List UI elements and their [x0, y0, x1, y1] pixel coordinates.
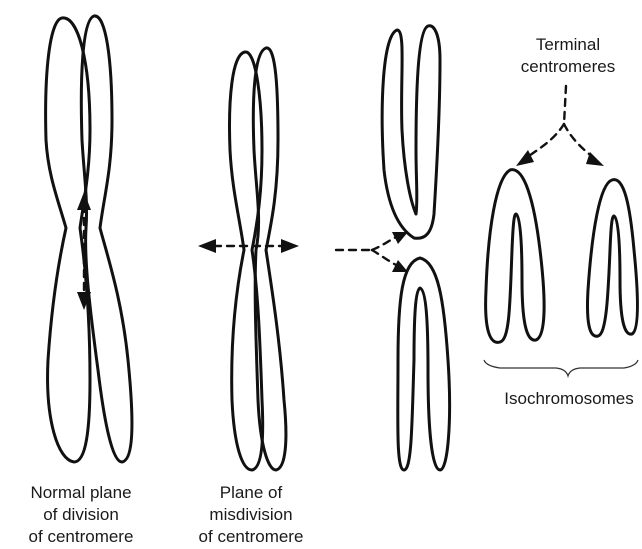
- arrowhead-lower: [392, 260, 408, 272]
- caption-terminal-centromeres: Terminal centromeres: [508, 34, 628, 78]
- misdividing-chromosome: [198, 48, 299, 470]
- normal-chromosome: [46, 16, 132, 462]
- lower-half-outline: [398, 258, 450, 470]
- caption-normal-plane-line-3: of centromere: [2, 526, 160, 548]
- isochromosome-left-outline: [486, 170, 544, 343]
- isochromosomes-brace: [484, 360, 638, 376]
- terminal-centromere-arrows: [516, 86, 604, 166]
- separating-chromosome-halves: [336, 26, 450, 470]
- caption-terminal-line-2: centromeres: [508, 56, 628, 78]
- arrowhead-left: [198, 239, 216, 253]
- caption-misdivision: Plane of misdivision of centromere: [178, 482, 324, 548]
- caption-isochromosomes: Isochromosomes: [496, 388, 642, 410]
- caption-normal-plane: Normal plane of division of centromere: [2, 482, 160, 548]
- terminal-arrow-stem: [564, 86, 566, 124]
- arrowhead-right: [281, 239, 299, 253]
- isochromosome-left: [486, 170, 544, 343]
- caption-misdivision-line-1: Plane of: [178, 482, 324, 504]
- caption-isochromosomes-text: Isochromosomes: [496, 388, 642, 410]
- arrowhead-terminal-left: [516, 150, 534, 166]
- terminal-arrow-left: [526, 124, 564, 158]
- isochromosome-right-outline: [587, 180, 637, 337]
- arrowhead-up: [77, 192, 91, 210]
- caption-normal-plane-line-1: Normal plane: [2, 482, 160, 504]
- split-arrow-upper: [372, 236, 398, 250]
- caption-terminal-line-1: Terminal: [508, 34, 628, 56]
- normal-chromatid-left: [46, 18, 90, 462]
- caption-misdivision-line-3: of centromere: [178, 526, 324, 548]
- terminal-arrow-right: [564, 124, 594, 158]
- split-arrow-lower: [372, 250, 398, 266]
- upper-half-outline: [382, 26, 440, 239]
- caption-misdivision-line-2: misdivision: [178, 504, 324, 526]
- caption-normal-plane-line-2: of division: [2, 504, 160, 526]
- isochromosome-right: [587, 180, 637, 337]
- misdivision-chromatid-right: [253, 48, 286, 470]
